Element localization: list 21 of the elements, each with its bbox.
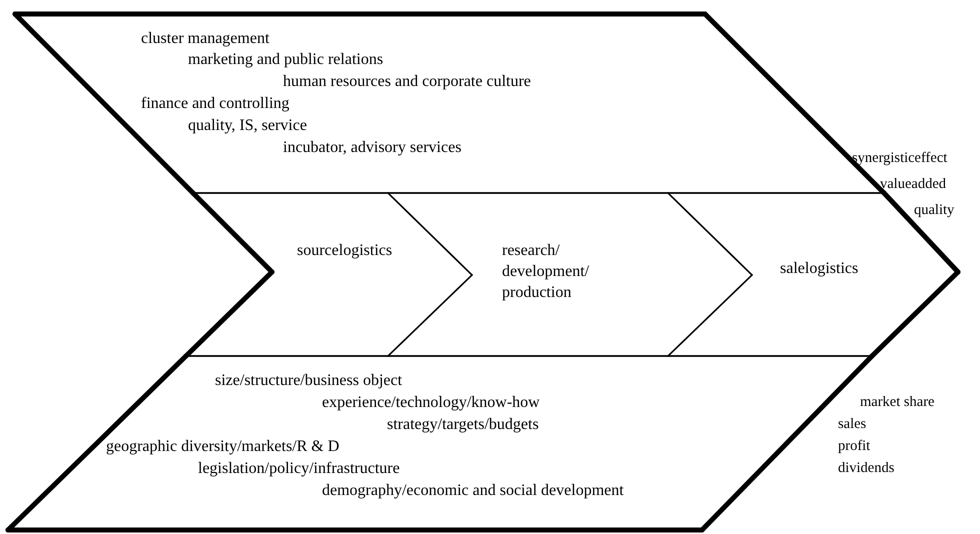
item-label: experience/technology/know-how bbox=[322, 393, 540, 413]
item-label: salelogistics bbox=[780, 259, 858, 279]
item-label: finance and controlling bbox=[141, 94, 290, 114]
outcome-label: profit bbox=[838, 437, 870, 456]
outcome-label: market share bbox=[860, 393, 934, 412]
item-label: quality, IS, service bbox=[188, 116, 307, 136]
outcome-label: sales bbox=[838, 415, 866, 434]
item-label: legislation/policy/infrastructure bbox=[198, 459, 400, 479]
item-label: incubator, advisory services bbox=[283, 138, 462, 158]
outcome-label: valueadded bbox=[880, 175, 946, 194]
outcome-label: quality bbox=[914, 201, 954, 220]
item-label: size/structure/business object bbox=[215, 371, 402, 391]
item-label: marketing and public relations bbox=[188, 50, 384, 70]
item-label: cluster management bbox=[141, 29, 270, 49]
item-label: research/ development/ production bbox=[502, 241, 590, 303]
item-label: geographic diversity/markets/R & D bbox=[106, 437, 340, 457]
item-label: sourcelogistics bbox=[297, 241, 392, 261]
item-label: human resources and corporate culture bbox=[283, 72, 531, 92]
item-label: demography/economic and social development bbox=[322, 481, 624, 501]
outcome-label: dividends bbox=[838, 459, 894, 478]
item-label: strategy/targets/budgets bbox=[387, 415, 539, 435]
